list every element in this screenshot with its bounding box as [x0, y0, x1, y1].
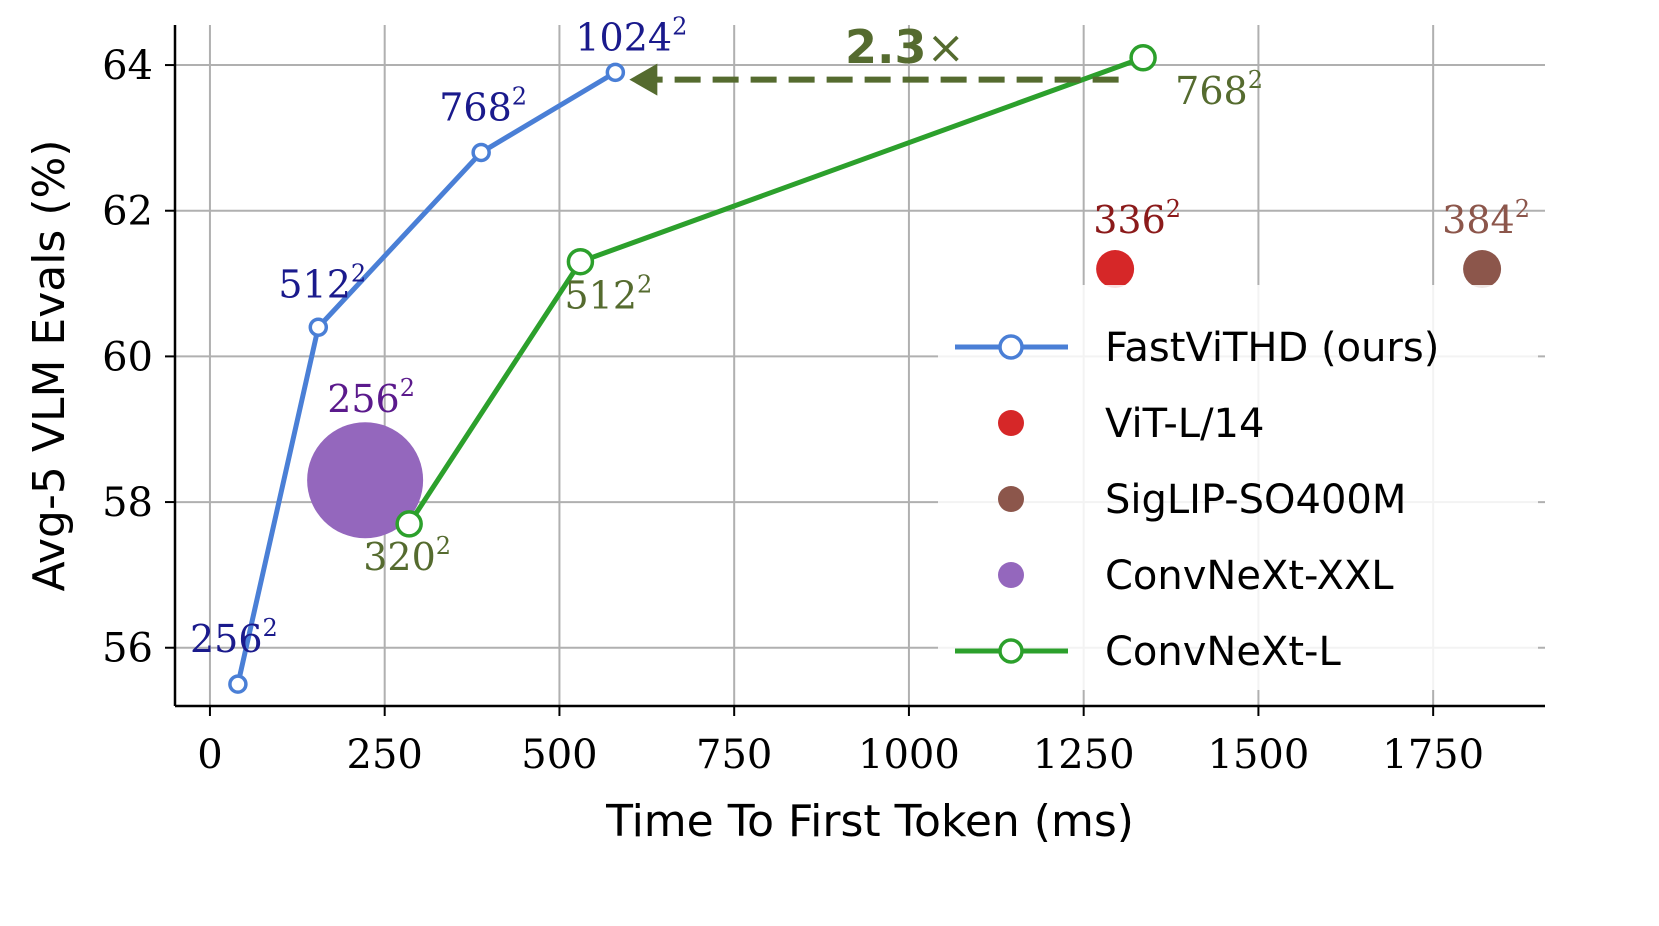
x-tick-label: 1500 [1208, 732, 1310, 778]
y-tick-label: 64 [102, 43, 153, 89]
legend-label: FastViTHD (ours) [1105, 325, 1439, 371]
data-point [1096, 249, 1135, 288]
legend-item: SigLIP-SO400M [998, 477, 1406, 523]
series-vit-l-14 [1096, 249, 1135, 288]
axes: 0 250 500 750 1000 1250 1500 1750 56 58 60 62 64 [102, 25, 1545, 778]
legend-item: ViT-L/14 [998, 401, 1264, 447]
y-tick-label: 56 [102, 626, 153, 672]
point-label: 3202 [363, 532, 451, 579]
x-tick-label: 1750 [1382, 732, 1484, 778]
legend-item: FastViTHD (ours) [955, 325, 1439, 371]
x-tick-label: 1000 [858, 732, 960, 778]
data-point [605, 62, 626, 83]
legend-item: ConvNeXt-L [955, 629, 1341, 675]
point-label: 7682 [1175, 66, 1263, 113]
point-label: 5122 [278, 259, 366, 306]
point-label: 2562 [190, 614, 278, 661]
point-label: 3362 [1093, 195, 1181, 242]
x-tick-label: 1250 [1033, 732, 1135, 778]
legend-label: ConvNeXt-XXL [1105, 553, 1394, 599]
point-label: 7682 [439, 82, 527, 129]
speedup-annotation: 2.3× [629, 20, 1119, 96]
data-point [566, 247, 595, 276]
point-label: 2562 [327, 374, 415, 421]
x-axis-title: Time To First Token (ms) [605, 796, 1134, 847]
legend-label: ConvNeXt-L [1105, 629, 1341, 675]
legend-marker [998, 486, 1024, 512]
point-label: 3842 [1442, 195, 1530, 242]
data-point [308, 317, 329, 338]
data-point [307, 422, 424, 539]
series-fastvithd-ours- [228, 62, 626, 694]
y-tick-label: 58 [102, 480, 153, 526]
series-siglip-so400m [1463, 249, 1502, 288]
y-tick-label: 62 [102, 189, 153, 235]
data-point [471, 142, 491, 163]
x-tick-label: 0 [197, 732, 222, 778]
legend-marker [998, 638, 1024, 664]
y-tick-label: 60 [102, 334, 153, 380]
series-line [235, 70, 617, 685]
series-convnext-l [395, 44, 1157, 538]
legend-label: ViT-L/14 [1105, 401, 1264, 447]
speedup-label: 2.3× [845, 20, 965, 74]
data-point [1129, 44, 1157, 72]
speedup-arrow-head [629, 63, 658, 96]
series-convnext-xxl [307, 422, 424, 539]
legend-marker [998, 410, 1024, 436]
legend-marker [998, 334, 1024, 360]
legend-marker [998, 562, 1024, 588]
data-point [1463, 249, 1502, 288]
data-point [395, 510, 423, 538]
legend-box [938, 285, 1538, 690]
y-axis-title: Avg-5 VLM Evals (%) [24, 140, 75, 592]
legend-item: ConvNeXt-XXL [998, 553, 1394, 599]
series-layer [228, 44, 1502, 694]
x-tick-label: 500 [521, 732, 597, 778]
legend-label: SigLIP-SO400M [1105, 477, 1406, 523]
x-tick-label: 750 [696, 732, 772, 778]
x-tick-label: 250 [347, 732, 423, 778]
point-labels: 2562 5122 7682 10242 3362 3842 2562 3202 5122 768… [190, 12, 1530, 661]
point-label: 5122 [565, 271, 653, 318]
point-label: 10242 [575, 12, 687, 59]
data-point [228, 674, 248, 694]
